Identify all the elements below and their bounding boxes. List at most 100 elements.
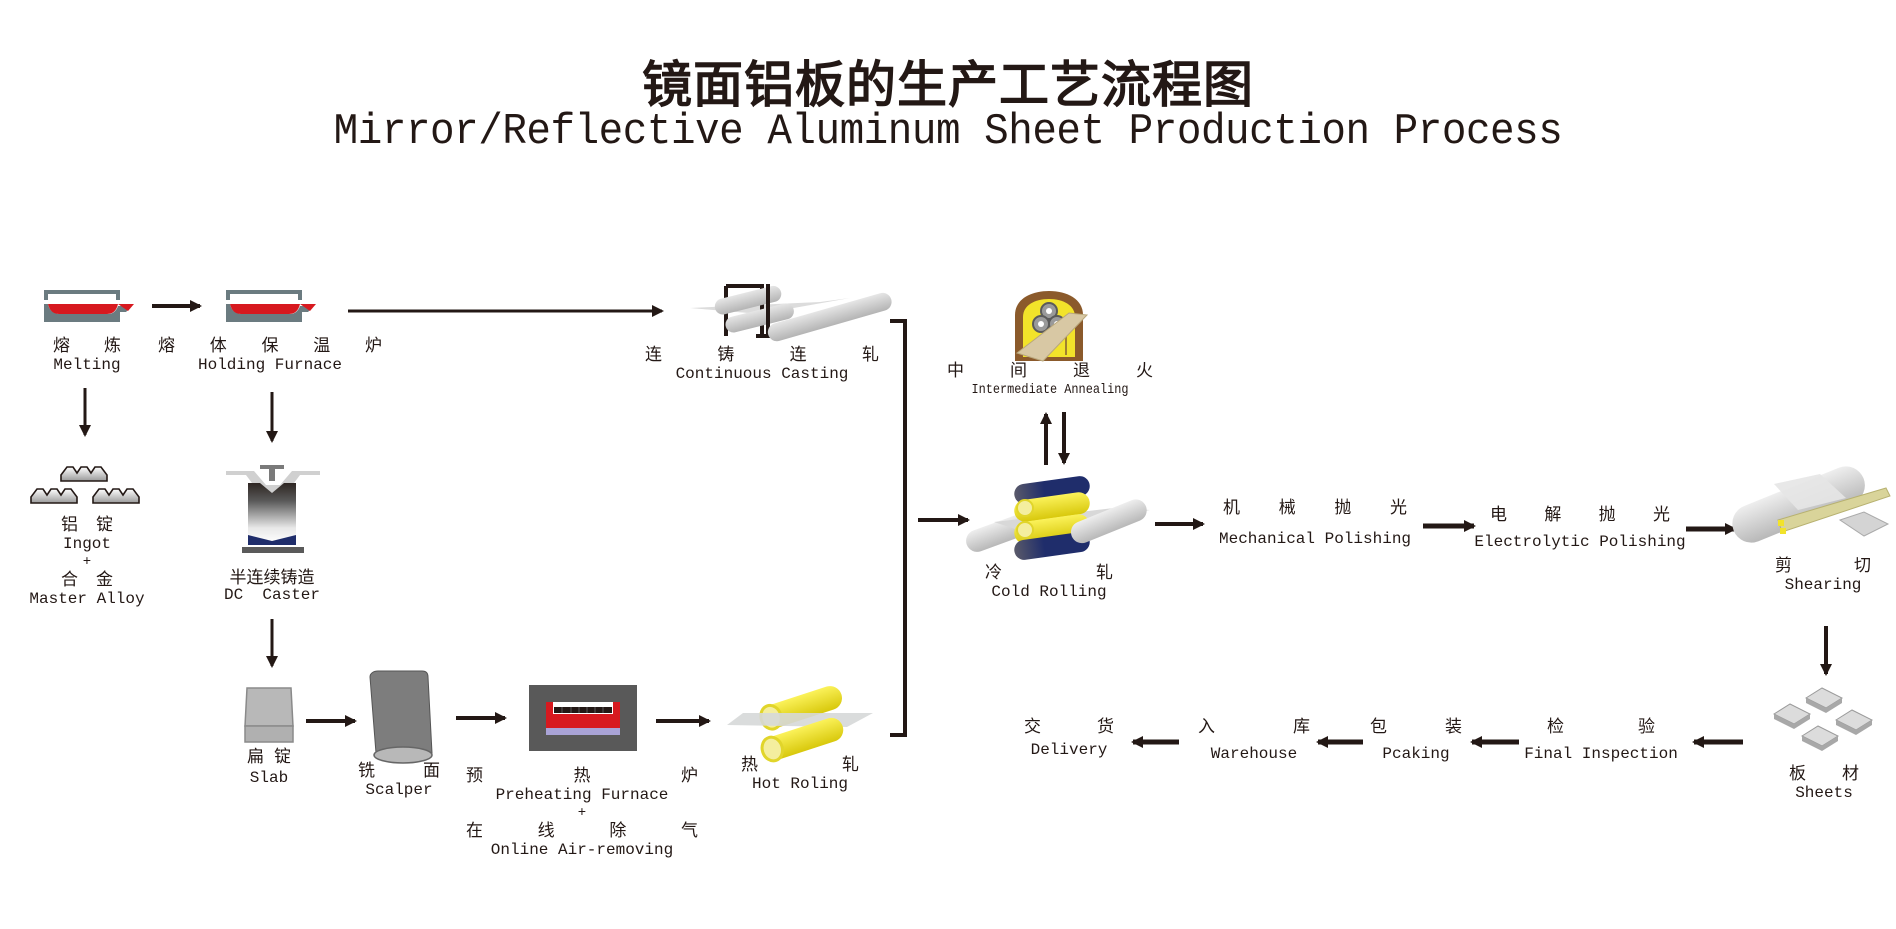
anneal-cn-3: 退 [1073,361,1090,381]
continuous-casting-label: Continuous Casting [675,365,849,383]
elec-cn-4: 光 [1652,505,1670,525]
mech-cn-4: 光 [1389,498,1407,518]
hot-cn-1: 热 [741,755,758,775]
dc-caster-label: DC Caster [223,586,321,604]
cc-cn-4: 轧 [861,345,879,365]
melting-label: Melting [53,356,121,374]
melting-cn-1: 熔 [53,336,70,356]
dc-caster-icon [226,465,320,553]
electrolytic-polishing-label: Electrolytic Polishing [1474,533,1686,551]
annealing-furnace-icon [1015,291,1089,362]
step-intermediate-annealing: 中 间 退 火 Intermediate Annealing [947,361,1153,400]
packing-label: Pcaking [1382,745,1450,763]
elec-cn-1: 电 [1489,505,1507,525]
airremove-cn-2: 线 [537,821,555,841]
ingot-icon [30,466,140,504]
sheets-cn-1: 板 [1789,764,1806,784]
holding-cn-3: 保 [261,336,279,356]
hot-rolling-icon [727,686,873,763]
step-mechanical-polishing: 机 械 抛 光 Mechanical Polishing [1219,498,1411,549]
dc-caster-cn: 半连续铸造 [229,568,315,588]
scalper-cn-1: 铣 [358,761,375,781]
step-electrolytic-polishing: 电 解 抛 光 Electrolytic Polishing [1474,505,1685,552]
melting-cn-2: 炼 [104,336,121,356]
inspect-cn-2: 验 [1638,717,1655,737]
alloy-cn-1: 合 [61,570,78,590]
holding-furnace-icon [226,290,316,322]
plus-sign: + [82,554,92,570]
pack-cn-2: 装 [1445,717,1462,737]
step-holding-furnace: 熔 体 保 温 炉 Holding Furnace [158,336,382,375]
airremove-cn-3: 除 [609,821,627,841]
mechanical-polishing-label: Mechanical Polishing [1218,530,1412,548]
shearing-icon [1732,466,1891,543]
shearing-label: Shearing [1784,576,1862,594]
step-warehouse: 入库 Warehouse [1198,717,1310,764]
ingot-label: Ingot [62,535,111,553]
scalper-icon [369,670,433,764]
page-title-english: Mirror/Reflective Aluminum Sheet Product… [333,107,1563,157]
mech-cn-3: 抛 [1334,498,1352,518]
mech-cn-2: 械 [1278,498,1296,518]
step-delivery: 交货 Delivery [1024,717,1114,760]
holding-cn-1: 熔 [158,336,175,356]
hot-cn-2: 轧 [842,755,859,775]
warehouse-label: Warehouse [1210,745,1298,763]
online-air-removing-label: Online Air-removing [490,841,674,859]
anneal-cn-1: 中 [947,361,964,381]
step-ingot: 铝锭 Ingot + 合金 Master Alloy [29,515,144,609]
sheets-label: Sheets [1795,784,1853,802]
elec-cn-2: 解 [1544,505,1562,525]
holding-cn-4: 温 [313,336,331,356]
shear-cn-2: 切 [1854,556,1871,576]
plus-sign: + [577,805,587,821]
final-inspection-label: Final Inspection [1524,745,1678,763]
page-title-chinese: 镜面铝板的生产工艺流程图 [642,56,1254,114]
continuous-casting-icon [690,284,892,342]
airremove-cn-4: 气 [680,821,698,841]
slab-cn-2: 锭 [274,747,291,767]
delivery-label: Delivery [1030,741,1108,759]
cc-cn-3: 连 [789,345,807,365]
shear-cn-1: 剪 [1775,556,1792,576]
step-final-inspection: 检 验 Final Inspection [1524,717,1678,764]
melting-furnace-icon [44,290,134,322]
alloy-cn-2: 金 [96,570,113,590]
step-cold-rolling: 冷轧 Cold Rolling [985,563,1113,602]
preheating-furnace-icon [529,685,637,751]
airremove-cn-1: 在 [466,821,483,841]
hot-rolling-label: Hot Roling [751,775,848,793]
anneal-cn-2: 间 [1010,361,1027,381]
master-alloy-label: Master Alloy [29,590,145,608]
step-hot-rolling: 热 轧 Hot Roling [741,755,859,794]
step-packing: 包装 Pcaking [1370,717,1462,764]
scalper-label: Scalper [365,781,433,799]
holding-furnace-label: Holding Furnace [197,356,343,374]
cold-rolling-icon [966,476,1150,560]
elec-cn-3: 抛 [1598,505,1616,525]
inspect-cn-1: 检 [1547,717,1564,737]
holding-cn-2: 体 [209,336,227,356]
intermediate-annealing-label: Intermediate Annealing [971,382,1129,398]
anneal-cn-4: 火 [1136,361,1153,381]
ingot-cn-2: 锭 [96,515,113,535]
slab-icon [244,687,294,743]
slab-label: Slab [249,769,289,787]
delivery-cn-1: 交 [1024,717,1041,737]
holding-cn-5: 炉 [365,336,382,356]
warehouse-cn-1: 入 [1198,717,1215,737]
preheat-cn-1: 预 [466,766,483,786]
slab-cn-1: 扁 [247,747,264,767]
mech-cn-1: 机 [1223,498,1240,518]
step-shearing: 剪 切 Shearing [1775,556,1871,595]
preheating-furnace-label: Preheating Furnace [495,786,669,804]
ingot-cn-1: 铝 [61,515,78,535]
scalper-cn-2: 面 [423,761,440,781]
cold-rolling-label: Cold Rolling [991,583,1107,601]
cc-cn-2: 铸 [717,345,735,365]
step-continuous-casting: 连 铸 连 轧 Continuous Casting [645,345,879,384]
step-scalper: 铣 面 Scalper [358,761,440,800]
preheat-cn-2: 热 [573,766,591,786]
cold-cn-1: 冷 [985,563,1002,583]
